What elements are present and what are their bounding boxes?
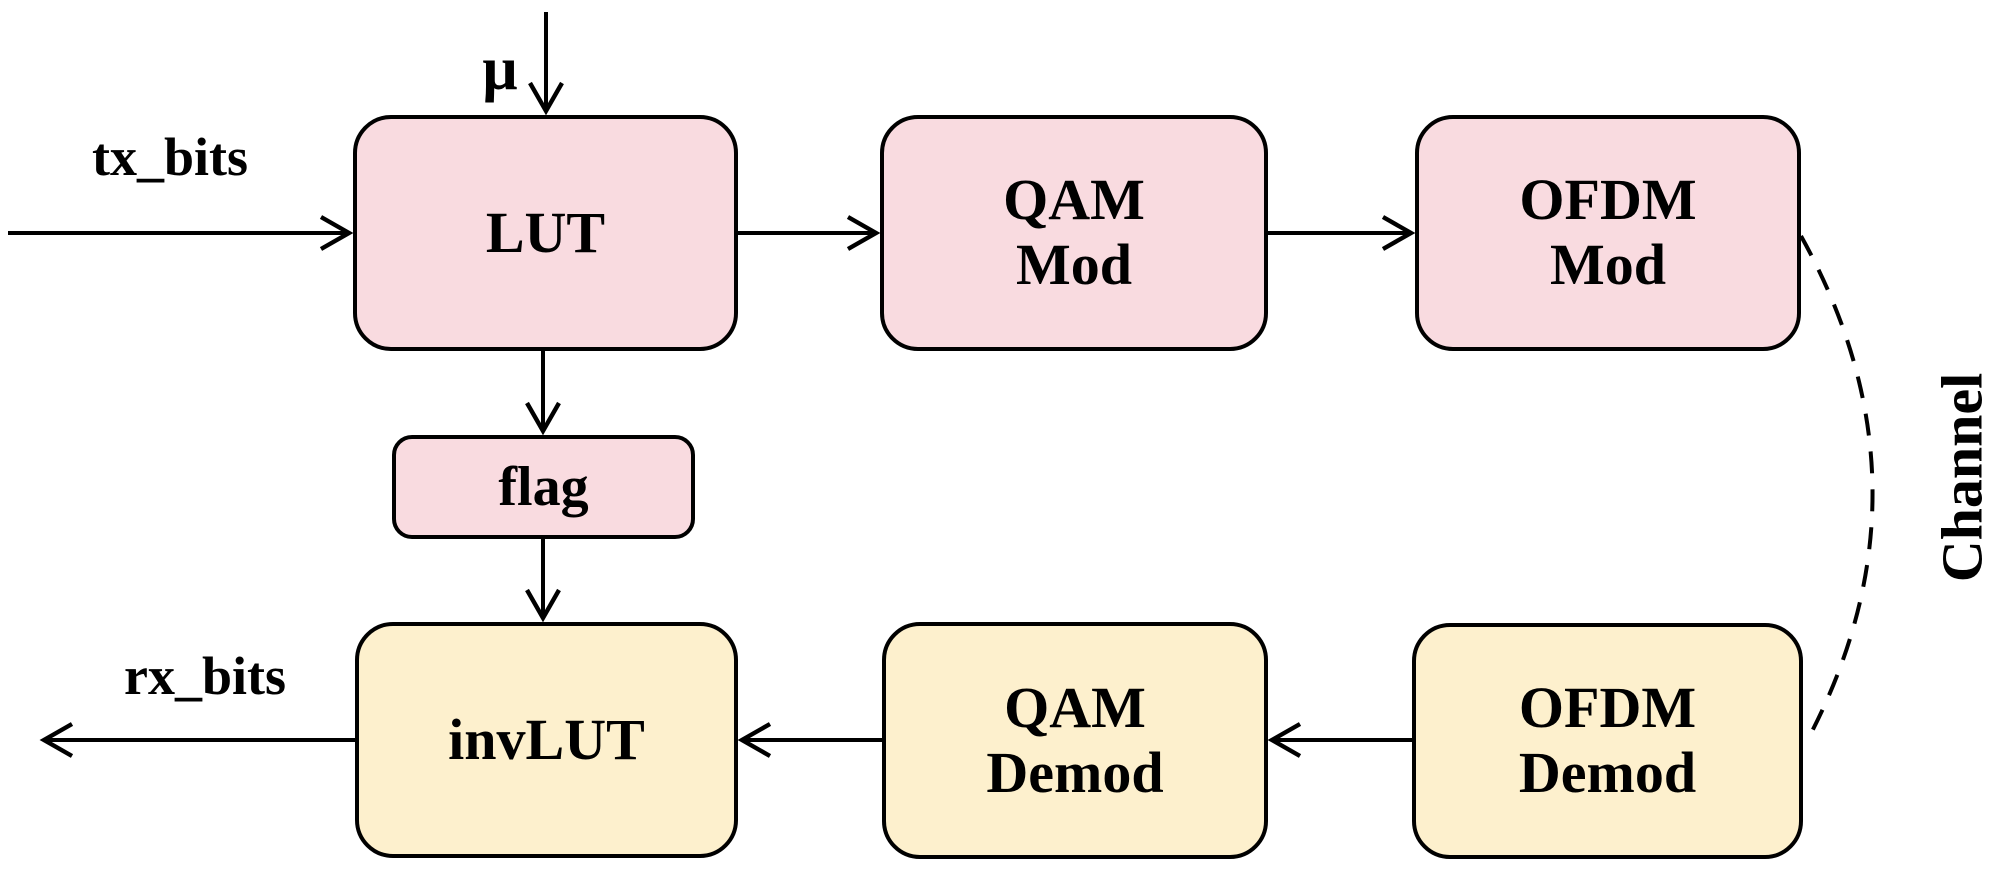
block-ofdm-mod: OFDM Mod <box>1415 115 1801 351</box>
block-lut-label: LUT <box>485 199 606 265</box>
block-qam-mod: QAM Mod <box>880 115 1268 351</box>
signal-label-channel: Channel <box>1929 372 1995 583</box>
block-invlut: invLUT <box>355 622 738 858</box>
block-flag: flag <box>392 435 695 539</box>
signal-label-tx-bits: tx_bits <box>91 127 248 187</box>
block-lut: LUT <box>353 115 738 351</box>
block-ofdm-demod: OFDM Demod <box>1412 623 1803 859</box>
signal-label-rx-bits: rx_bits <box>124 646 286 706</box>
block-ofdm-demod-label: OFDM Demod <box>1518 675 1697 805</box>
block-qam-demod-label: QAM Demod <box>986 674 1164 805</box>
block-qam-mod-label: QAM Mod <box>1003 167 1145 297</box>
block-flag-label: flag <box>498 455 589 518</box>
block-qam-demod: QAM Demod <box>882 622 1268 859</box>
signal-label-mu: μ <box>482 35 518 103</box>
block-invlut-label: invLUT <box>448 706 645 772</box>
block-ofdm-mod-label: OFDM Mod <box>1519 167 1697 297</box>
channel-dashed-curve <box>1799 235 1875 742</box>
